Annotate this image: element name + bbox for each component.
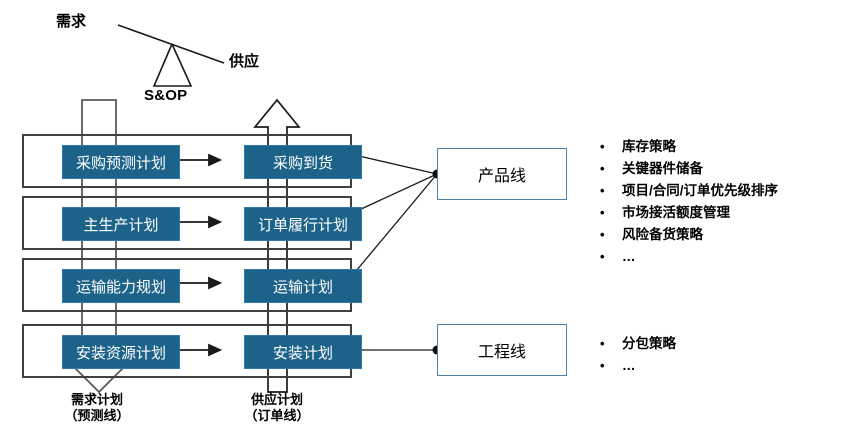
list-item: • 市场接活额度管理	[600, 202, 778, 224]
process-box-purchase-arrival[interactable]: 采购到货	[244, 145, 362, 179]
list-item: • 关键器件储备	[600, 158, 778, 180]
bullet-marker-icon: •	[600, 336, 605, 351]
product-line-bullets: • 库存策略 • 关键器件储备 • 项目/合同/订单优先级排序 • 市场接活额度…	[600, 136, 778, 268]
plan-row-3: 运输能力规划 运输计划	[22, 258, 362, 312]
list-item: • 库存策略	[600, 136, 778, 158]
bullet-text: 分包策略	[622, 336, 676, 351]
demand-plan-caption: 需求计划 （预测线）	[42, 392, 152, 425]
bullet-marker-icon: •	[600, 205, 605, 220]
supply-plan-caption: 供应计划 （订单线）	[222, 392, 332, 425]
process-box-purchase-forecast-plan[interactable]: 采购预测计划	[62, 145, 180, 179]
plan-row-1: 采购预测计划 采购到货	[22, 134, 362, 188]
list-item: • …	[600, 355, 676, 377]
bullet-text: …	[622, 358, 637, 373]
line-box-engineering[interactable]: 工程线	[437, 324, 567, 376]
bullet-text: 关键器件储备	[622, 161, 703, 176]
bullet-marker-icon: •	[600, 139, 605, 154]
process-box-master-production-plan[interactable]: 主生产计划	[62, 207, 180, 241]
plan-row-2: 主生产计划 订单履行计划	[22, 196, 362, 250]
seesaw-beam	[117, 24, 225, 64]
list-item: • 项目/合同/订单优先级排序	[600, 180, 778, 202]
process-box-transport-capacity-plan[interactable]: 运输能力规划	[62, 269, 180, 303]
seesaw-group	[117, 24, 225, 87]
bullet-marker-icon: •	[600, 249, 605, 264]
bullet-text: 市场接活额度管理	[622, 205, 730, 220]
engineering-line-bullets: • 分包策略 • …	[600, 333, 676, 377]
supply-plan-caption-line2: （订单线）	[244, 408, 310, 424]
supply-plan-caption-line1: 供应计划	[250, 392, 303, 407]
process-box-transport-plan[interactable]: 运输计划	[244, 269, 362, 303]
list-item: • 分包策略	[600, 333, 676, 355]
bullet-marker-icon: •	[600, 161, 605, 176]
seesaw-supply-label: 供应	[229, 53, 260, 70]
list-item: • …	[600, 246, 778, 268]
bullet-text: 库存策略	[622, 139, 676, 154]
line-connectors	[345, 152, 438, 351]
process-box-order-fulfillment-plan[interactable]: 订单履行计划	[244, 207, 362, 241]
bullet-marker-icon: •	[600, 358, 605, 373]
connector-row3-product	[345, 173, 438, 284]
process-box-installation-resource-plan[interactable]: 安装资源计划	[62, 335, 180, 369]
seesaw-fulcrum-label: S&OP	[144, 87, 188, 104]
bullet-marker-icon: •	[600, 227, 605, 242]
bullet-text: 风险备货策略	[622, 227, 703, 242]
line-box-product[interactable]: 产品线	[437, 148, 567, 200]
demand-plan-caption-line1: 需求计划	[70, 392, 123, 407]
bullet-text: 项目/合同/订单优先级排序	[622, 183, 779, 198]
seesaw-fulcrum-triangle	[152, 43, 193, 87]
bullet-marker-icon: •	[600, 183, 605, 198]
bullet-text: …	[622, 249, 637, 264]
plan-row-4: 安装资源计划 安装计划	[22, 324, 362, 378]
process-box-installation-plan[interactable]: 安装计划	[244, 335, 362, 369]
seesaw-demand-label: 需求	[56, 13, 87, 30]
list-item: • 风险备货策略	[600, 224, 778, 246]
demand-plan-caption-line2: （预测线）	[64, 408, 130, 424]
